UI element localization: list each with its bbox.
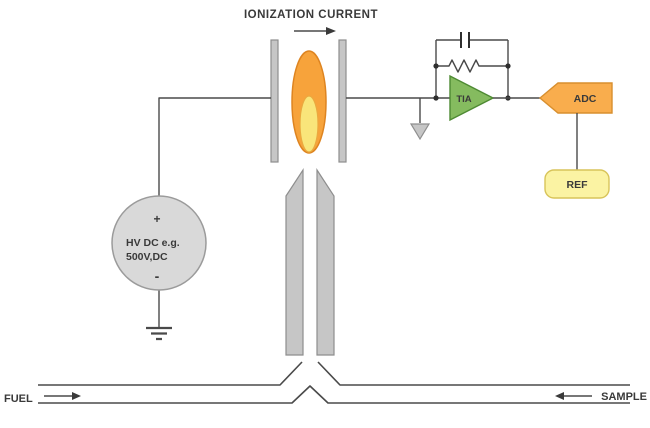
ground-icon (146, 326, 172, 341)
hv-plus-label: + (153, 212, 160, 226)
ground-triangle-icon (409, 123, 431, 141)
adc-label: ADC (574, 93, 597, 105)
fuel-label: FUEL (4, 393, 33, 405)
fuel-arrow-icon (44, 392, 81, 400)
ref-label: REF (567, 179, 589, 191)
hv-wire-to-left-electrode (158, 97, 271, 196)
electrode-plate-left (270, 39, 279, 163)
hv-source-label-line2: 500V,DC (126, 251, 168, 263)
diagram-title: IONIZATION CURRENT (244, 9, 378, 21)
flame-inner (299, 95, 319, 153)
adc-block (538, 82, 613, 114)
hv-source-circle (111, 195, 207, 291)
ref-block (544, 169, 610, 199)
current-direction-arrow-icon (294, 27, 336, 35)
fuel-channel-upper-line (38, 361, 303, 386)
tia-label: TIA (456, 94, 471, 105)
hv-minus-label: - (155, 268, 160, 284)
capacitor-icon (436, 32, 508, 48)
sample-channel-upper-line (317, 361, 630, 386)
electrode-plate-right (338, 39, 347, 163)
hv-source-label-line1: HV DC e.g. (126, 237, 180, 249)
sample-label: SAMPLE (601, 391, 647, 403)
junction-dot (433, 95, 439, 101)
tia-amplifier-triangle (449, 74, 495, 122)
sample-arrow-icon (555, 392, 592, 400)
burner-tube-right (316, 167, 335, 356)
junction-dot (505, 63, 511, 69)
channel-lower-line (38, 385, 630, 404)
resistor-icon (436, 59, 508, 73)
burner-tube-left (285, 167, 304, 356)
junction-dot (433, 63, 439, 69)
